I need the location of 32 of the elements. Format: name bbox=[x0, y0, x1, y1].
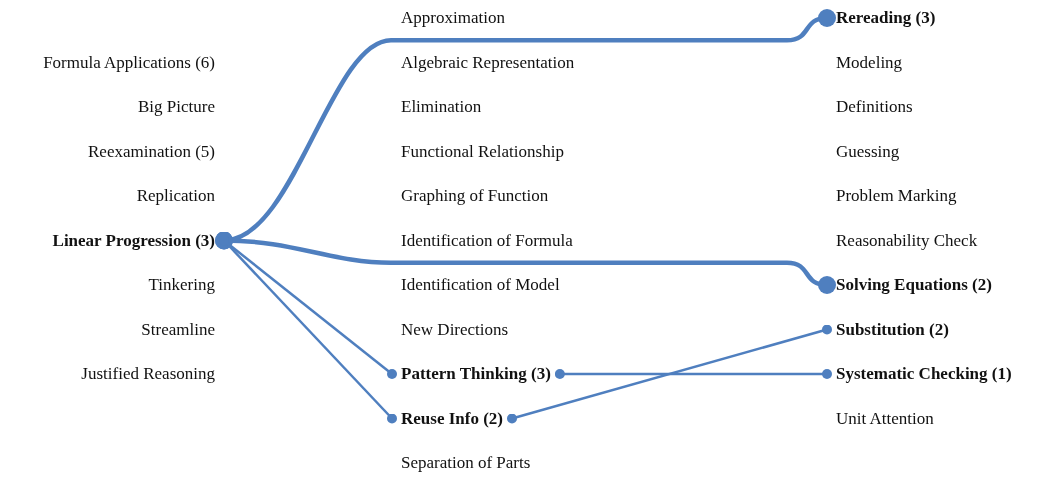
category-label: Reexamination (5) bbox=[87, 140, 216, 163]
node-label: Reuse Info (2) bbox=[392, 407, 512, 430]
category-label: Justified Reasoning bbox=[80, 363, 216, 385]
category-label: Big Picture bbox=[137, 96, 216, 118]
category-label: Identification of Formula bbox=[400, 229, 574, 252]
category-label: Reasonability Check bbox=[835, 229, 979, 252]
category-label: Problem Marking bbox=[835, 185, 958, 207]
node-label: Solving Equations (2) bbox=[827, 274, 1001, 296]
category-label: Formula Applications (6) bbox=[42, 51, 216, 74]
category-label: Graphing of Function bbox=[400, 185, 550, 207]
category-label: Replication bbox=[135, 185, 216, 207]
connector-line bbox=[215, 231, 836, 294]
category-label: Algebraic Representation bbox=[400, 51, 576, 74]
node-label: Pattern Thinking (3) bbox=[392, 363, 560, 385]
category-label: Functional Relationship bbox=[400, 140, 565, 163]
category-label: Tinkering bbox=[147, 274, 216, 296]
category-label: Approximation bbox=[400, 7, 506, 29]
category-label: New Directions bbox=[400, 318, 510, 341]
category-label: Separation of Parts bbox=[400, 452, 532, 474]
connector-line bbox=[554, 369, 832, 379]
node-label: Rereading (3) bbox=[827, 7, 945, 29]
node-label: Linear Progression (3) bbox=[43, 229, 224, 252]
category-label: Streamline bbox=[140, 318, 216, 341]
node-label: Systematic Checking (1) bbox=[827, 363, 1021, 385]
connector-line bbox=[507, 324, 832, 424]
category-label: Elimination bbox=[400, 96, 483, 118]
category-label: Definitions bbox=[835, 96, 914, 118]
category-label: Modeling bbox=[835, 51, 904, 74]
category-label: Identification of Model bbox=[400, 274, 561, 296]
node-label: Substitution (2) bbox=[827, 318, 958, 341]
category-label: Guessing bbox=[835, 140, 901, 163]
category-label: Unit Attention bbox=[835, 407, 935, 430]
